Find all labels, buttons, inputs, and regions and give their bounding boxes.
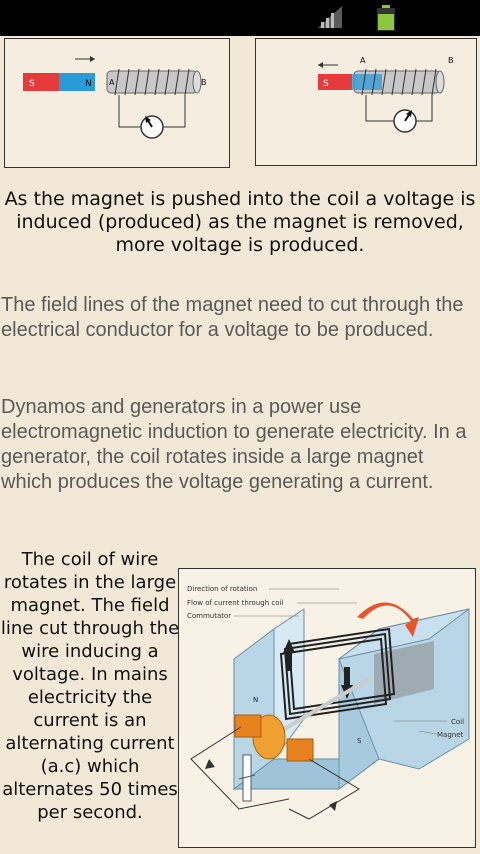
- label-coil: Coil: [451, 718, 464, 726]
- label-commutator: Commutator: [187, 612, 231, 620]
- figure-generator: Direction of rotation Flow of current th…: [178, 568, 476, 848]
- figure-caption: As the magnet is pushed into the coil a …: [4, 188, 476, 256]
- coil-b-label: B: [448, 56, 454, 65]
- coil-description: The coil of wire rotates in the large ma…: [0, 549, 180, 823]
- figure-magnet-outside-coil: S N A B: [4, 38, 230, 168]
- paragraph-field-lines: The field lines of the magnet need to cu…: [1, 294, 464, 341]
- magnet-s-label: S: [323, 79, 329, 89]
- figure-magnet-in-coil: A B S: [255, 38, 477, 166]
- coil-a-label: A: [109, 78, 115, 87]
- battery-icon: [377, 5, 395, 31]
- magnet-n-label: N: [253, 696, 258, 704]
- magnet-s-label: S: [29, 79, 35, 89]
- status-bar: [0, 0, 480, 36]
- label-magnet: Magnet: [437, 731, 464, 739]
- magnet-s-label: S: [357, 737, 362, 745]
- signal-icon: [318, 6, 342, 28]
- paragraph-dynamos: Dynamos and generators in a power use el…: [1, 396, 467, 493]
- coil-a-label: A: [360, 56, 366, 65]
- label-rotation: Direction of rotation: [187, 585, 257, 593]
- label-flow: Flow of current through coil: [187, 599, 283, 607]
- magnet-n-label: N: [85, 79, 92, 89]
- coil-b-label: B: [201, 78, 207, 87]
